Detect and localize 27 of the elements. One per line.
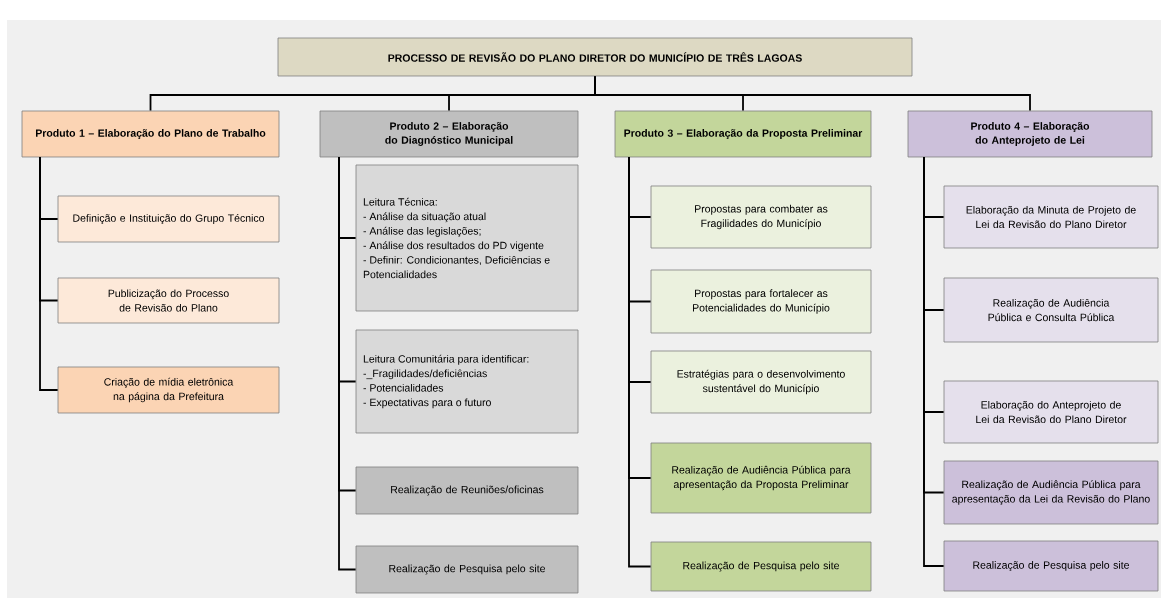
task-box: Leitura Técnica: - Análise da situação atual - Análise das legislações; - Análise dos resultados do PD vigente - Definir: Condicionantes, Deficiências e Potencialidades <box>355 164 579 312</box>
task-box: Realização de Audiência Pública e Consulta Pública <box>943 277 1159 343</box>
product-box: Produto 3 – Elaboração da Proposta Preliminar <box>614 110 872 158</box>
task-box: Publicização do Processo de Revisão do Plano <box>57 277 280 324</box>
task-box: Leitura Comunitária para identificar: -_Fragilidades/deficiências - Potencialidades - Expectativas para o futuro <box>355 329 579 434</box>
task-box: Realização de Pesquisa pelo site <box>355 545 579 594</box>
task-box: Elaboração da Minuta de Projeto de Lei da Revisão do Plano Diretor <box>943 185 1159 249</box>
title-box: PROCESSO DE REVISÃO DO PLANO DIRETOR DO MUNICÍPIO DE TRÊS LAGOAS <box>277 37 913 77</box>
connector-line <box>628 156 652 568</box>
connector-line <box>594 75 1031 112</box>
task-box: Realização de Reuniões/oficinas <box>355 466 579 515</box>
product-box: Produto 2 – Elaboração do Diagnóstico Municipal <box>319 110 579 158</box>
task-box: Estratégias para o desenvolvimento sustentável do Município <box>650 350 872 414</box>
task-box: Propostas para fortalecer as Potencialidades do Município <box>650 269 872 334</box>
task-box: Propostas para combater as Fragilidades do Município <box>650 185 872 249</box>
product-box: Produto 1 – Elaboração do Plano de Trabalho <box>21 110 280 158</box>
product-box: Produto 4 – Elaboração do Anteprojeto de Lei <box>907 110 1153 158</box>
connector-line <box>338 156 357 571</box>
connector-line <box>923 156 945 567</box>
task-box: Definição e Instituição do Grupo Técnico <box>57 195 280 243</box>
connector-line <box>39 156 59 391</box>
task-box: Realização de Pesquisa pelo site <box>943 540 1159 592</box>
task-box: Realização de Audiência Pública para apresentação da Proposta Preliminar <box>650 442 872 514</box>
task-box: Criação de mídia eletrônica na página da Prefeitura <box>57 366 280 414</box>
task-box: Elaboração do Anteprojeto de Lei da Revisão do Plano Diretor <box>943 380 1159 444</box>
task-box: Realização de Audiência Pública para apresentação da Lei da Revisão do Plano <box>943 460 1159 525</box>
task-box: Realização de Pesquisa pelo site <box>650 541 872 592</box>
